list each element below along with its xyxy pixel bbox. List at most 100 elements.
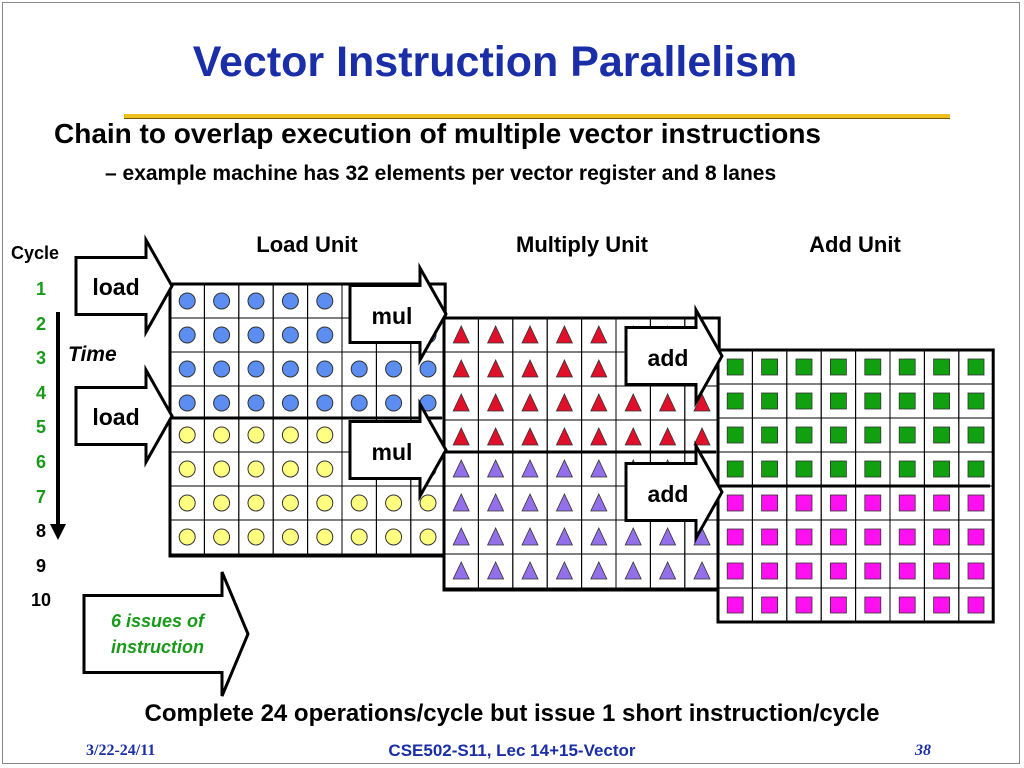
add-2-element-op [898,528,916,546]
mul-2-element-op [452,561,470,580]
mul-2-element-op [521,561,539,580]
mul-1-element-op [590,325,608,344]
title-rule-shadow [124,118,950,119]
cycle-number: 7 [35,486,46,507]
time-label: Time [68,343,117,366]
load-1-element-op [316,292,334,310]
mul-1-element-op [658,427,677,446]
mul-2-element-op [555,493,574,512]
load-2-element-op [281,460,299,478]
mul-1-element-op [693,427,711,446]
load-1-arrow [74,234,174,338]
add-2-label: add [647,481,689,507]
add-2-element-op [898,494,916,512]
add-2-element-op [967,562,985,580]
sub-bullet-text: example machine has 32 elements per vect… [122,162,777,185]
load-1-element-op [178,394,196,412]
load-1-element-op [178,360,196,378]
mul-2-element-op [521,459,539,478]
mul-2-element-op [693,561,711,580]
cycle-number: 8 [35,521,46,542]
main-bullet: Chain to overlap execution of multiple v… [54,118,822,149]
mul-2-element-op [590,527,608,546]
add-1-element-op [761,426,778,444]
mul-1-element-op [452,427,470,446]
add-2-element-op [933,528,950,546]
add-2-element-op [830,596,847,614]
add-2-element-op [795,596,813,614]
load-1-element-op [247,292,265,310]
mul-1-element-op [486,325,505,344]
add-1-element-op [761,460,778,478]
cycle-number: 3 [35,348,46,369]
add-2-element-op [864,596,882,614]
add-2-element-op [967,528,985,546]
load-2-element-op [350,494,368,512]
mul-2-element-op [555,527,574,546]
load-2-element-op [281,426,299,444]
add-1-element-op [967,358,985,376]
add-2-element-op [726,596,744,614]
load-2-element-op [213,528,231,546]
slide-title: Vector Instruction Parallelism [192,38,798,86]
mul-2-element-op [555,561,574,580]
mul-1-element-op [521,427,539,446]
mul-1-element-op [486,359,505,378]
load-unit-label: Load Unit [256,232,358,257]
add-1-element-op [967,392,985,410]
mul-2-element-op [590,561,608,580]
load-1-element-op [385,394,403,412]
load-1-element-op [316,360,334,378]
time-arrow-head [50,524,66,540]
add-1-element-op [864,460,882,478]
add-1-element-op [864,426,882,444]
load-2-element-op [247,494,265,512]
add-1-element-op [967,426,985,444]
mul-2-element-op [486,561,505,580]
mul-1-element-op [590,393,608,412]
add-2-element-op [933,562,950,580]
add-1-element-op [795,426,813,444]
load-2-element-op [213,460,231,478]
add-2-element-op [761,494,778,512]
add-2-arrow [624,440,724,544]
load-1-element-op [247,326,265,344]
mul-2-element-op [658,527,677,546]
footer-page-number: 38 [915,742,931,759]
mul-1-element-op [555,325,574,344]
mul-2-element-op [624,527,642,546]
add-1-element-op [795,358,813,376]
add-2-element-op [761,562,778,580]
add-1-element-op [830,460,847,478]
issues-arrow [82,571,250,697]
mul-2-element-op [590,459,608,478]
add-1-element-op [795,460,813,478]
mul-2-element-op [452,493,470,512]
load-2-element-op [316,426,334,444]
load-1-element-op [247,394,265,412]
load-1-element-op [385,360,403,378]
load-2-element-op [178,426,196,444]
multiply-unit-label: Multiply Unit [516,232,648,257]
add-2-element-op [830,528,847,546]
load-1-element-op [247,360,265,378]
add-2-element-op [795,494,813,512]
mul-2-element-op [486,459,505,478]
cycle-number: 6 [35,452,46,472]
mul-2-arrow [348,398,448,502]
add-2-element-op [933,494,950,512]
mul-1-element-op [486,393,505,412]
mul-1-element-op [590,359,608,378]
cycle-number: 5 [35,417,46,438]
load-2-element-op [178,460,196,478]
add-1-element-op [967,460,985,478]
load-1-element-op [350,360,368,378]
add-2-element-op [933,596,950,614]
load-1-element-op [316,394,334,412]
mul-1-element-op [555,393,574,412]
add-1-label: add [647,345,689,371]
load-2-element-op [178,528,196,546]
mul-1-element-op [555,427,574,446]
add-1-element-op [898,392,916,410]
